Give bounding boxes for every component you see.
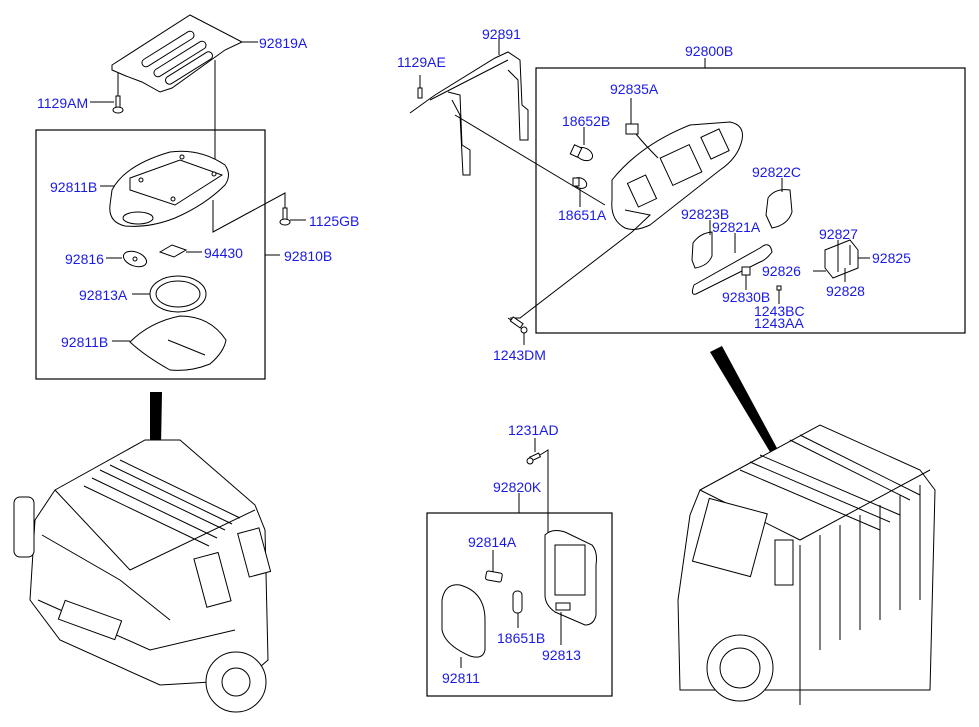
part-label-92825[interactable]: 92825: [872, 250, 911, 266]
bulb-18651B-part: [512, 590, 523, 614]
truck-cab-rear-view: [677, 346, 936, 705]
switch-block-92825-part: [824, 239, 859, 279]
bulb-18652B-part: [569, 144, 594, 162]
part-label-92814A[interactable]: 92814A: [468, 534, 517, 550]
part-label-92823B[interactable]: 92823B: [681, 206, 730, 222]
bracket-plate-92819A-part: [111, 14, 244, 93]
part-label-92819A[interactable]: 92819A: [259, 35, 308, 51]
lens-92822C-part: [765, 189, 793, 229]
part-label-92816[interactable]: 92816: [65, 251, 104, 267]
ring-92813A-part: [149, 275, 207, 313]
part-label-92827[interactable]: 92827: [819, 226, 858, 242]
part-label-1129AM[interactable]: 1129AM: [37, 95, 89, 111]
part-label-92835A[interactable]: 92835A: [610, 81, 659, 97]
part-label-18652B[interactable]: 18652B: [562, 113, 611, 129]
part-label-1243AA[interactable]: 1243AA: [754, 315, 804, 331]
screw-1243BC-part: [776, 285, 782, 291]
part-label-92811B-lens[interactable]: 92811B: [61, 334, 109, 350]
part-label-92800B[interactable]: 92800B: [685, 43, 734, 59]
lens-92811B-part: [129, 315, 227, 371]
lamp-housing-92813-part: [544, 530, 597, 626]
lamp-housing-92811B-part: [109, 150, 229, 227]
screw-1129AM-part: [112, 73, 124, 114]
pad-94430-part: [158, 244, 188, 258]
assembly-box-92800B: [535, 67, 966, 334]
part-label-92891[interactable]: 92891: [482, 26, 521, 42]
bulb-18651A-part: [572, 177, 588, 189]
part-label-18651A[interactable]: 18651A: [558, 207, 607, 223]
part-label-1129AE[interactable]: 1129AE: [397, 54, 446, 70]
connector-92835A-part: [625, 123, 659, 159]
clip-92830B-part: [741, 266, 751, 276]
screw-1231AD-part: [526, 452, 542, 465]
part-label-92826[interactable]: 92826: [762, 263, 801, 279]
part-label-92830B[interactable]: 92830B: [722, 289, 771, 305]
lens-92814A-part: [485, 570, 503, 583]
part-label-92811B-housing[interactable]: 92811B: [50, 179, 98, 195]
part-label-1125GB[interactable]: 1125GB: [309, 213, 360, 229]
part-label-92828[interactable]: 92828: [826, 283, 865, 299]
screw-1125GB-part: [279, 207, 291, 226]
part-label-92810B[interactable]: 92810B: [284, 248, 333, 264]
lens-92811-part: [441, 584, 486, 658]
part-label-92820K[interactable]: 92820K: [493, 479, 542, 495]
screw-1129AE-part: [417, 75, 423, 99]
part-label-18651B[interactable]: 18651B: [497, 630, 546, 646]
part-label-92813[interactable]: 92813: [542, 647, 581, 663]
lens-92823B-part: [691, 231, 713, 269]
part-label-92811[interactable]: 92811: [442, 670, 480, 686]
part-label-92813A[interactable]: 92813A: [79, 287, 128, 303]
screw-1243DM-part: [507, 316, 528, 334]
part-label-94430[interactable]: 94430: [204, 245, 243, 261]
truck-cab-front-view: [13, 392, 272, 713]
part-label-1231AD[interactable]: 1231AD: [508, 422, 559, 438]
mounting-bracket-92891-part: [409, 51, 529, 176]
part-label-1243BC[interactable]: 1243BC: [754, 303, 805, 319]
part-label-92821A[interactable]: 92821A: [712, 219, 761, 235]
lamp-housing-92800B-part: [611, 121, 743, 230]
part-label-1243DM[interactable]: 1243DM: [493, 347, 546, 363]
part-label-92822C[interactable]: 92822C: [752, 164, 802, 180]
clip-92816-part: [122, 250, 148, 268]
trim-strip-92821A-part: [691, 244, 773, 295]
